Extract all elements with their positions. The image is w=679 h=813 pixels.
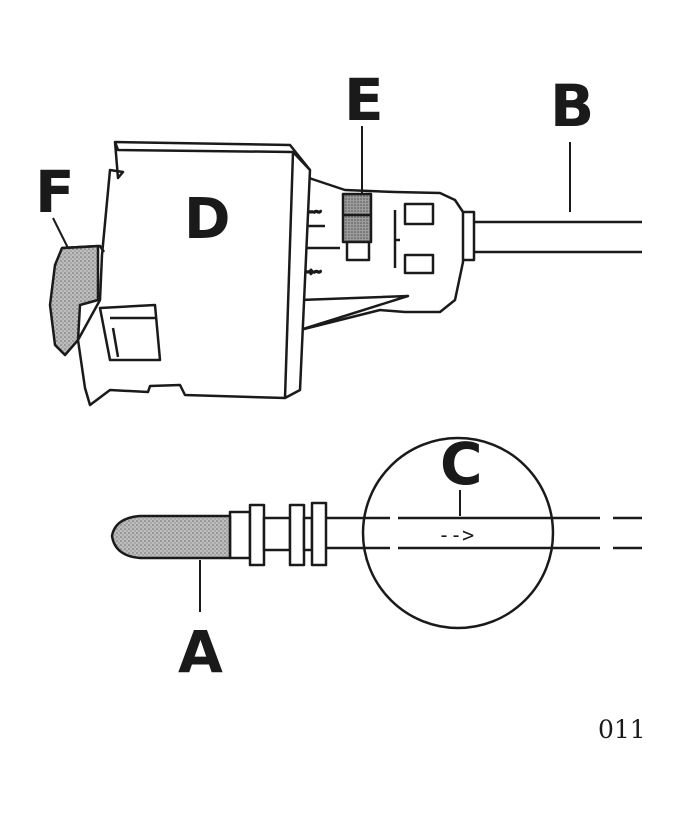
connector-window-top (403, 202, 435, 226)
housing-slot (98, 303, 162, 362)
locking-slide-e-base (345, 240, 371, 262)
label-a: A (178, 618, 223, 686)
figure-number: 011 (598, 715, 646, 744)
flow-arrow: --> (438, 523, 474, 547)
svg-text:→~: →~ (305, 267, 322, 278)
release-button-f (48, 244, 100, 357)
housing-d (76, 140, 312, 407)
optical-fibre (325, 516, 642, 550)
plug-assembly (110, 436, 642, 630)
plug-tip-a (110, 514, 232, 560)
locking-slide-e (341, 192, 373, 244)
cable-b (470, 220, 642, 254)
plug-collar-3 (262, 516, 292, 552)
connector-assembly: ←~ →~ (48, 140, 642, 407)
label-c: C (440, 430, 483, 498)
plug-collar-1 (228, 510, 252, 560)
label-e: E (344, 66, 384, 134)
plug-collar-2 (248, 503, 266, 567)
label-d: D (184, 187, 230, 252)
detail-circle-c (361, 436, 555, 630)
connector-window-bracket (393, 210, 400, 268)
label-b: B (550, 72, 594, 140)
plug-collar-6 (310, 501, 328, 567)
plug-collar-4 (288, 503, 306, 567)
connector-rib (298, 294, 410, 332)
leader-lines (52, 126, 571, 612)
label-f: F (35, 158, 75, 226)
connector-window-bottom (403, 253, 435, 275)
